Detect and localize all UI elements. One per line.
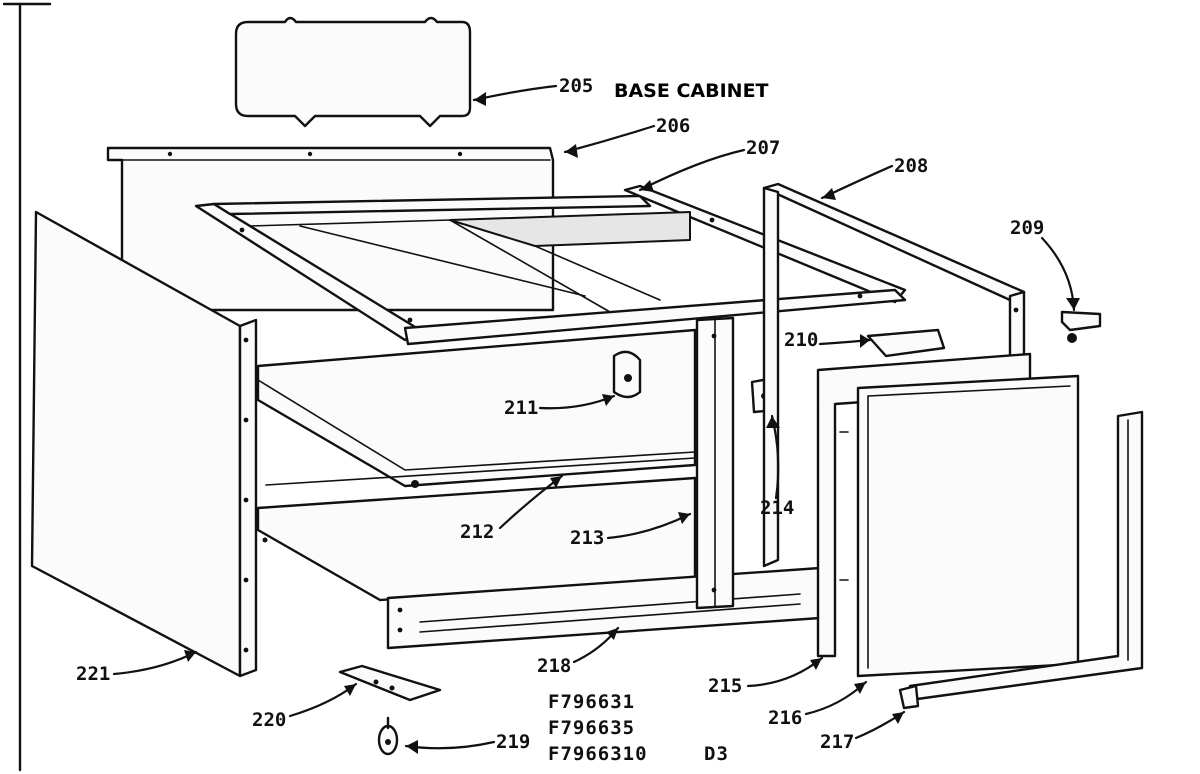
callout-216: 216 [768,707,802,729]
part-number-3: F7966310 [548,743,648,765]
part-217-kick-panel [898,410,1144,710]
callout-219: 219 [496,731,530,753]
callout-206: 206 [656,115,690,137]
part-216-door [856,374,1080,678]
callout-209: 209 [1010,217,1044,239]
callout-210: 210 [784,329,818,351]
callout-207: 207 [746,137,780,159]
callout-218: 218 [537,655,571,677]
diagram-title: BASE CABINET [614,80,769,102]
part-208-side-frame [762,182,1026,568]
part-221-side-panel [30,210,258,678]
part-213-center-stile [695,316,735,610]
part-number-2: F796635 [548,717,635,739]
part-209-hinge [1060,310,1102,343]
callout-212: 212 [460,521,494,543]
callout-215: 215 [708,675,742,697]
part-219-fastener [377,716,399,756]
callout-211: 211 [504,397,538,419]
part-206-rear-panel [106,146,555,312]
part-210-bracket [866,328,946,358]
callout-214: 214 [760,497,794,519]
part-207-top-frame [194,184,907,346]
callout-217: 217 [820,731,854,753]
page-code: D3 [704,743,729,765]
callout-213: 213 [570,527,604,549]
callout-221: 221 [76,663,110,685]
page-border [2,2,52,772]
part-number-1: F796631 [548,691,635,713]
part-220-bracket [338,664,442,702]
part-212-shelf [256,328,697,602]
part-205-top-panel [234,16,472,128]
part-number-list: F796631 F796635 F7966310 D3 [548,691,729,765]
callout-labels: 205 206 207 208 209 210 211 212 213 214 … [76,75,1044,753]
part-211-latch [612,350,642,399]
callout-208: 208 [894,155,928,177]
leader-arrows [112,84,1080,754]
callout-220: 220 [252,709,286,731]
callout-205: 205 [559,75,593,97]
